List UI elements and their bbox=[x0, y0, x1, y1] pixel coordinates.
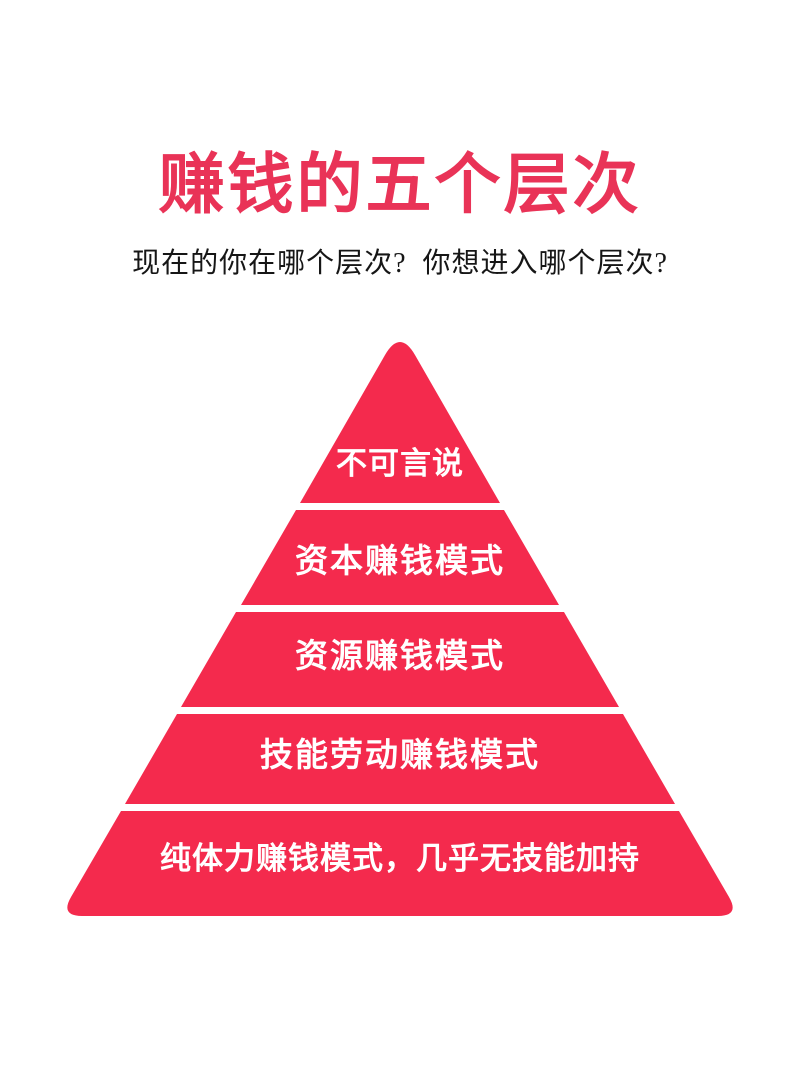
pyramid-level-5: 纯体力赚钱模式，几乎无技能加持 bbox=[67, 811, 733, 916]
pyramid-level-4-shape bbox=[125, 714, 675, 804]
pyramid-level-4: 技能劳动赚钱模式 bbox=[125, 714, 675, 804]
pyramid-level-1: 不可言说 bbox=[300, 342, 500, 503]
pyramid-level-2-label: 资本赚钱模式 bbox=[295, 543, 505, 580]
pyramid-level-1-label: 不可言说 bbox=[336, 446, 464, 481]
page-title: 赚钱的五个层次 bbox=[158, 149, 642, 222]
pyramid-level-5-shape bbox=[67, 811, 733, 916]
pyramid-level-1-shape bbox=[300, 342, 500, 503]
pyramid-level-3: 资源赚钱模式 bbox=[181, 612, 619, 707]
pyramid-level-2-shape bbox=[241, 510, 559, 605]
pyramid-level-3-label: 资源赚钱模式 bbox=[295, 638, 505, 675]
pyramid-level-3-shape bbox=[181, 612, 619, 707]
pyramid-level-4-label: 技能劳动赚钱模式 bbox=[260, 737, 540, 774]
pyramid-level-2: 资本赚钱模式 bbox=[241, 510, 559, 605]
page-subtitle: 现在的你在哪个层次? 你想进入哪个层次? bbox=[132, 248, 668, 279]
pyramid-level-5-label: 纯体力赚钱模式，几乎无技能加持 bbox=[160, 841, 640, 876]
